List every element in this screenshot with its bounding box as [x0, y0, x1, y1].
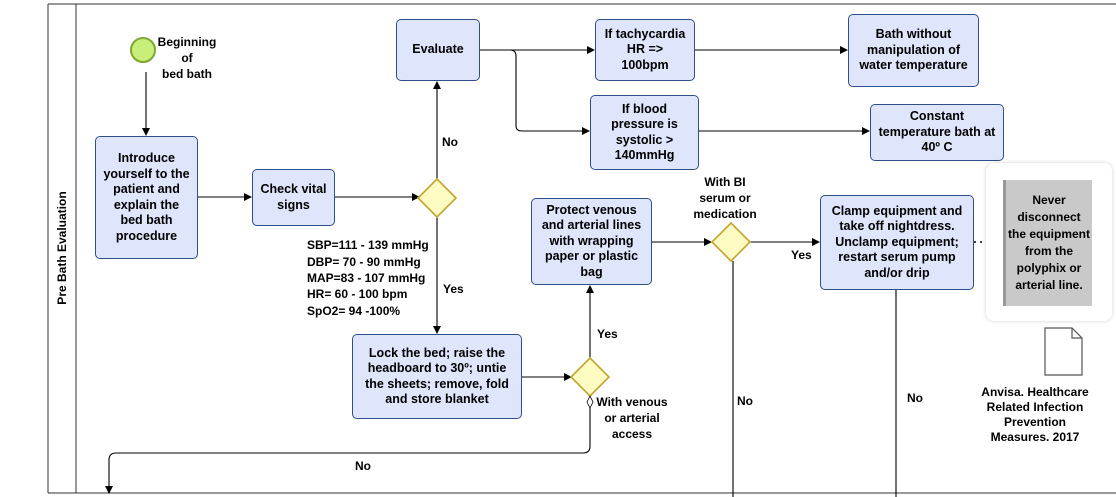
start-event-label: Beginning of bed bath	[157, 35, 217, 81]
pool-frame	[47, 3, 1116, 494]
task-check-vitals[interactable]: Check vital signs	[252, 169, 335, 226]
task-bath-without-manipulation[interactable]: Bath without manipulation of water tempe…	[848, 14, 979, 87]
gateway-bi-serum-label: With BI serum or medication	[693, 175, 757, 221]
flow-label-no-mid: No	[737, 394, 753, 408]
gateway-vital-check[interactable]	[416, 177, 458, 219]
document-caption: Anvisa. Healthcare Related Infection Pre…	[981, 385, 1089, 444]
flow-label-yes-protect: Yes	[597, 327, 618, 341]
task-lock-bed[interactable]: Lock the bed; raise the headboard to 30º…	[352, 334, 522, 419]
task-constant-temperature[interactable]: Constant temperature bath at 40º C	[870, 104, 1004, 161]
start-event[interactable]	[130, 37, 156, 63]
task-protect-lines[interactable]: Protect venous and arterial lines with w…	[531, 198, 652, 285]
task-introduce[interactable]: Introduce yourself to the patient and ex…	[95, 136, 198, 259]
flow-label-yes-clamp: Yes	[791, 248, 812, 262]
lane-title: Pre Bath Evaluation	[48, 4, 76, 492]
sequence-flows	[105, 46, 897, 497]
gateway-venous-access[interactable]	[569, 356, 611, 398]
gateway-bi-serum[interactable]	[710, 221, 752, 263]
task-clamp-equipment[interactable]: Clamp equipment and take off nightdress.…	[820, 195, 974, 290]
flow-evaluate-bp	[509, 49, 590, 135]
flow-label-no-bottom: No	[355, 459, 371, 473]
vital-range-spo2: SpO2= 94 -100%	[307, 304, 401, 318]
default-flow-marker-icon	[586, 395, 594, 409]
vital-range-map: MAP=83 - 107 mmHg	[307, 271, 426, 285]
annotation-note[interactable]: Never disconnect the equipment from the …	[1003, 180, 1092, 306]
vital-range-hr: HR= 60 - 100 bpm	[307, 287, 408, 301]
task-blood-pressure[interactable]: If blood pressure is systolic > 140mmHg	[590, 95, 699, 170]
flow-gateway2-no	[105, 398, 591, 494]
flow-label-no-right: No	[907, 391, 923, 405]
vital-range-dbp: DBP= 70 - 90 mmHg	[307, 255, 421, 269]
document-icon	[1044, 327, 1083, 376]
gateway-venous-access-label: With venous or arterial access	[596, 395, 668, 441]
task-tachycardia[interactable]: If tachycardia HR => 100bpm	[595, 19, 695, 81]
task-evaluate[interactable]: Evaluate	[396, 19, 480, 81]
flow-label-yes-lock: Yes	[443, 282, 464, 296]
lane-title-text: Pre Bath Evaluation	[55, 191, 69, 305]
flow-label-no-evaluate: No	[442, 135, 458, 149]
vital-range-sbp: SBP=111 - 139 mmHg	[307, 238, 429, 252]
